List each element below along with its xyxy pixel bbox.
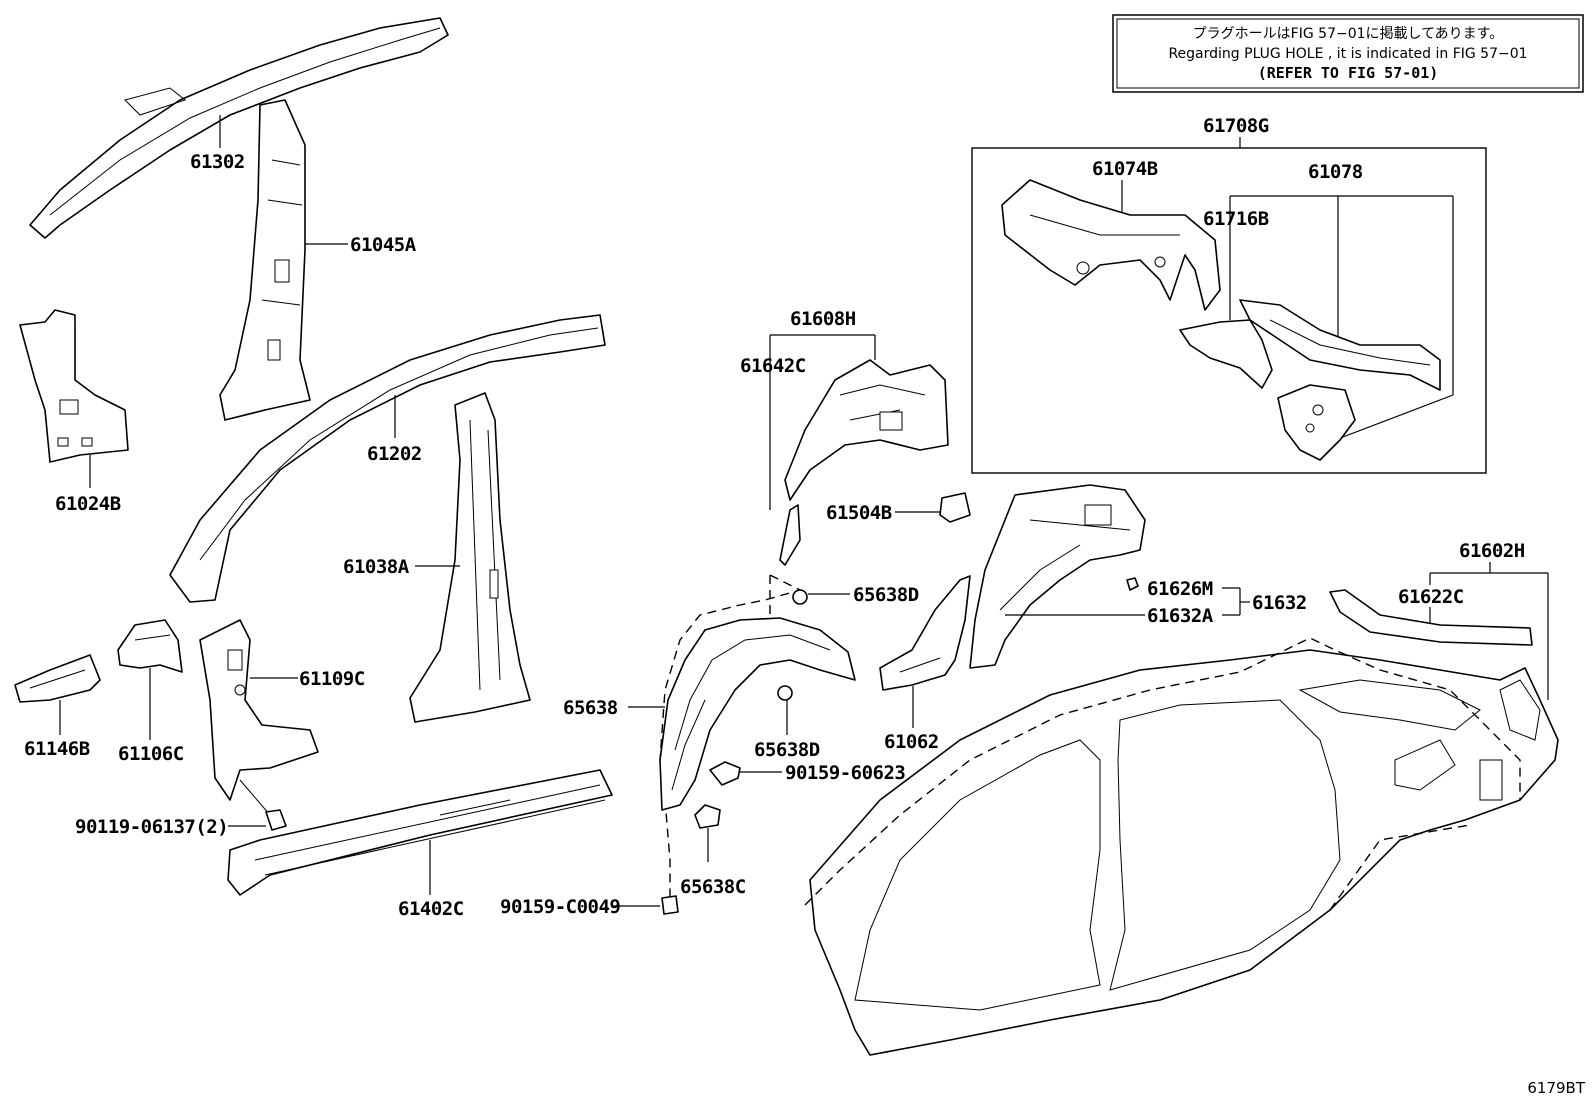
part-61078-drawing[interactable] <box>1239 299 1441 391</box>
label-90159-C0049[interactable]: 90159-C0049 <box>500 896 621 918</box>
label-90119-06137[interactable]: 90119-06137(2) <box>75 816 229 838</box>
part-61074B-drawing[interactable] <box>1001 179 1221 311</box>
label-65638D-a[interactable]: 65638D <box>853 584 919 606</box>
label-61602H[interactable]: 61602H <box>1459 540 1525 562</box>
label-61074B[interactable]: 61074B <box>1092 158 1158 180</box>
part-61632A-drawing[interactable] <box>969 484 1146 669</box>
label-61146B[interactable]: 61146B <box>24 738 90 760</box>
figure-id: 6179BT <box>1527 1079 1585 1097</box>
dashed-route-side <box>804 637 1521 906</box>
label-61024B[interactable]: 61024B <box>55 493 121 515</box>
label-65638D-b[interactable]: 65638D <box>754 739 820 761</box>
label-61622C[interactable]: 61622C <box>1398 586 1464 608</box>
note-line-en: Regarding PLUG HOLE , it is indicated in… <box>1168 46 1527 62</box>
part-61062-drawing[interactable] <box>879 575 971 691</box>
part-61504B-drawing[interactable] <box>939 492 971 523</box>
label-61038A[interactable]: 61038A <box>343 556 410 578</box>
part-61106C-drawing[interactable] <box>117 619 183 673</box>
part-61024B-drawing[interactable] <box>19 309 129 463</box>
part-65638-drawing[interactable] <box>659 617 856 811</box>
part-61622C-drawing[interactable] <box>1329 589 1533 646</box>
part-61602H-side-panel-drawing[interactable] <box>809 649 1559 1056</box>
bolt-90119-06137[interactable] <box>239 779 287 831</box>
label-61078[interactable]: 61078 <box>1308 161 1363 183</box>
label-61504B[interactable]: 61504B <box>826 502 892 524</box>
note-box: プラグホールはFIG 57−01に掲載してあります。 Regarding PLU… <box>1112 14 1584 93</box>
part-61402C-drawing[interactable] <box>227 769 613 896</box>
label-61626M[interactable]: 61626M <box>1147 578 1213 600</box>
part-61038A-drawing[interactable] <box>409 392 531 723</box>
screw-90159-C0049[interactable] <box>661 895 679 915</box>
part-61109C-drawing[interactable] <box>199 619 319 801</box>
note-line-jp: プラグホールはFIG 57−01に掲載してあります。 <box>1193 26 1504 42</box>
nut-65638D-b[interactable] <box>777 685 793 701</box>
label-65638C[interactable]: 65638C <box>680 876 746 898</box>
clip-65638C[interactable] <box>694 804 721 829</box>
part-61045A-drawing[interactable] <box>219 99 311 421</box>
part-61642C-drawing[interactable] <box>779 504 801 566</box>
dashed-route-front <box>659 574 802 900</box>
note-line-ref: (REFER TO FIG 57-01) <box>1258 64 1439 82</box>
part-61716B-drawing[interactable] <box>1179 319 1273 389</box>
label-61608H[interactable]: 61608H <box>790 308 856 330</box>
label-61202[interactable]: 61202 <box>367 443 422 465</box>
label-61402C[interactable]: 61402C <box>398 898 464 920</box>
clip-90159-60623[interactable] <box>709 761 741 786</box>
label-61302[interactable]: 61302 <box>190 151 245 173</box>
label-61109C[interactable]: 61109C <box>299 668 365 690</box>
label-61106C[interactable]: 61106C <box>118 743 184 765</box>
part-61078-sub-drawing[interactable] <box>1277 384 1356 461</box>
part-61202-drawing[interactable] <box>169 314 606 603</box>
label-61045A[interactable]: 61045A <box>350 234 417 256</box>
label-65638[interactable]: 65638 <box>563 697 618 719</box>
part-61146B-drawing[interactable] <box>14 654 101 703</box>
group-box-61708G <box>971 147 1487 474</box>
part-61302-drawing[interactable] <box>29 17 449 239</box>
label-61708G[interactable]: 61708G <box>1203 115 1269 137</box>
part-61626M-drawing[interactable] <box>1126 577 1139 591</box>
label-61632A[interactable]: 61632A <box>1147 605 1214 627</box>
label-61716B[interactable]: 61716B <box>1203 208 1269 230</box>
label-61062[interactable]: 61062 <box>884 731 939 753</box>
part-61608H-drawing[interactable] <box>784 359 949 501</box>
label-90159-60623[interactable]: 90159-60623 <box>785 762 906 784</box>
label-61642C[interactable]: 61642C <box>740 355 806 377</box>
label-61632[interactable]: 61632 <box>1252 592 1307 614</box>
